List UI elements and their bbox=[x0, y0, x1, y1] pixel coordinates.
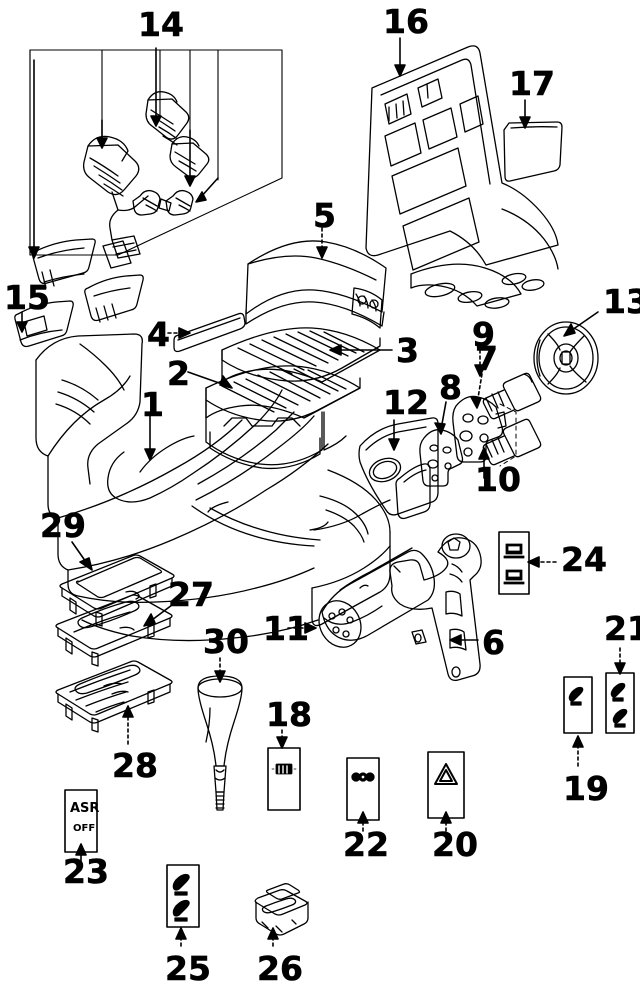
callout-10-lower-bolt: 10 bbox=[475, 460, 522, 499]
callout-23-asr-switch: 23 bbox=[63, 852, 110, 891]
callout-8-lower-bracket-plate: 8 bbox=[439, 368, 463, 407]
hinge-rod bbox=[173, 312, 246, 353]
callout-26-relay-block: 26 bbox=[257, 949, 304, 988]
support-bracket bbox=[389, 533, 482, 682]
console-body bbox=[35, 333, 391, 642]
wire-connector bbox=[102, 240, 132, 269]
seat-icon-19 bbox=[568, 686, 584, 706]
callout-5-armrest-lid: 5 bbox=[313, 196, 337, 235]
callout-9-upper-bolt: 9 bbox=[472, 315, 496, 354]
shift-gate-frame-middle bbox=[55, 594, 173, 667]
shift-gate-frame-lower bbox=[55, 660, 173, 733]
bulb-small-a bbox=[132, 189, 172, 216]
callout-22-triple-lamp-switch: 22 bbox=[343, 825, 390, 864]
callout-14-bulb-socket-assembly: 14 bbox=[138, 5, 185, 44]
callout-7-upper-bracket-plate: 7 bbox=[475, 339, 499, 378]
shift-gate-frame-upper bbox=[59, 554, 175, 627]
group-14-bracket bbox=[29, 49, 283, 256]
single-seat-switch bbox=[563, 676, 593, 734]
bulb-small-b bbox=[165, 189, 194, 216]
callout-28-shift-gate-frame-lower: 28 bbox=[112, 746, 159, 785]
callout-11-roller-housing: 11 bbox=[263, 609, 310, 648]
roller-housing bbox=[318, 547, 436, 648]
callout-4-hinge-rod: 4 bbox=[147, 315, 171, 354]
svg-text:OFF: OFF bbox=[73, 823, 95, 834]
callout-15-console-end-trim: 15 bbox=[4, 278, 51, 317]
seat-icon-21 bbox=[610, 682, 628, 728]
asr-switch-text: ASR OFF bbox=[70, 801, 99, 834]
callout-3-upper-ashtray-insert: 3 bbox=[396, 331, 420, 370]
cup-holder-bezel bbox=[358, 417, 439, 520]
console-end-trim-lower bbox=[14, 300, 74, 348]
console-end-trim-mid bbox=[84, 274, 144, 323]
callout-30-shift-knob: 30 bbox=[203, 622, 250, 661]
ashtray-housing bbox=[205, 365, 361, 470]
lower-bracket-plate bbox=[419, 429, 464, 487]
callout-1-console-body: 1 bbox=[141, 385, 165, 424]
callout-leaders bbox=[16, 37, 626, 947]
adjuster-wheel bbox=[533, 321, 599, 395]
callout-13-adjuster-wheel: 13 bbox=[603, 282, 640, 321]
defroster-switch bbox=[267, 747, 301, 811]
armrest-lid bbox=[245, 240, 387, 329]
blank-cover-plate bbox=[503, 121, 563, 182]
callout-12-cup-holder-bezel: 12 bbox=[383, 383, 430, 422]
bulb-socket-large bbox=[82, 135, 149, 259]
window-icon-24 bbox=[503, 543, 525, 585]
callout-16-switch-panel-trim: 16 bbox=[383, 2, 430, 41]
callout-18-defroster-switch: 18 bbox=[266, 695, 313, 734]
svg-text:ASR: ASR bbox=[70, 801, 99, 816]
callout-19-single-seat-switch: 19 bbox=[563, 769, 610, 808]
callout-6-support-bracket: 6 bbox=[482, 623, 506, 662]
callout-29-shift-gate-frame-upper: 29 bbox=[40, 506, 87, 545]
callout-21-dual-seat-switch: 21 bbox=[604, 609, 640, 648]
upper-bolt bbox=[482, 372, 542, 420]
callout-20-hazard-switch: 20 bbox=[432, 825, 479, 864]
triple-lamp-icon bbox=[351, 772, 375, 782]
switch-panel-trim bbox=[365, 45, 559, 309]
callout-25-seat-heater-switch: 25 bbox=[165, 949, 212, 988]
seat-heater-switch bbox=[166, 864, 200, 928]
relay-block bbox=[254, 883, 309, 936]
callout-2-ashtray-housing: 2 bbox=[167, 354, 191, 393]
callout-17-blank-cover-plate: 17 bbox=[509, 64, 556, 103]
hazard-triangle-icon bbox=[434, 763, 458, 785]
callout-27-shift-gate-frame-middle: 27 bbox=[168, 575, 215, 614]
callout-24-dual-window-switch: 24 bbox=[561, 540, 608, 579]
defroster-switch-icon bbox=[271, 763, 297, 775]
seat-heater-icon bbox=[172, 873, 190, 922]
